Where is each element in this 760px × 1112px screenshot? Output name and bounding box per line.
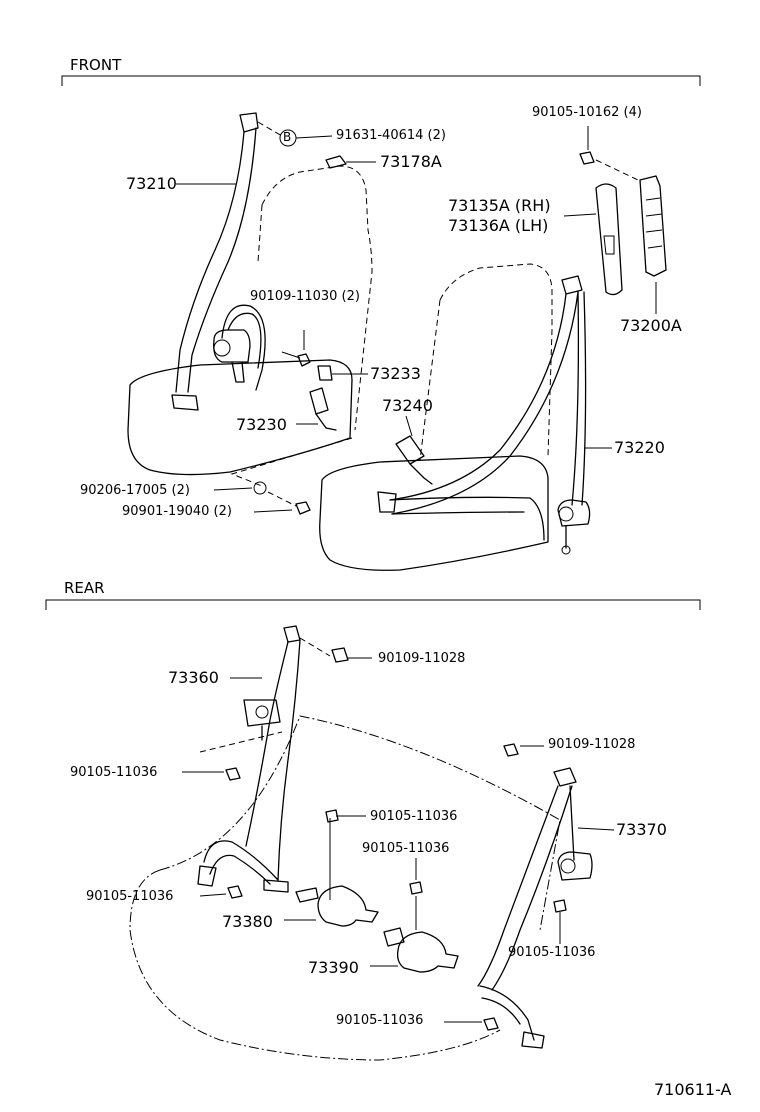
front-right-seat bbox=[319, 263, 553, 571]
part-label-90901-19040: 90901-19040 (2) bbox=[122, 504, 232, 519]
part-label-73210: 73210 bbox=[126, 174, 177, 193]
section-title-rear: REAR bbox=[64, 579, 105, 597]
buckle-73230-shape bbox=[309, 387, 337, 431]
rear-section-bracket bbox=[45, 599, 701, 610]
diagram-code: 710611-A bbox=[654, 1080, 732, 1099]
part-label-73230: 73230 bbox=[236, 415, 287, 434]
bolt-90109-11030-shape bbox=[281, 330, 311, 367]
part-label-73178a: 73178A bbox=[380, 152, 442, 171]
part-label-90105-11036-center-top: 90105-11036 bbox=[370, 809, 458, 824]
part-label-90105-11036-center-mid: 90105-11036 bbox=[362, 841, 450, 856]
front-belt-73220 bbox=[377, 275, 591, 555]
anchor-plate-73200a-shape bbox=[639, 175, 667, 277]
part-label-90109-11028-left: 90109-11028 bbox=[378, 651, 466, 666]
buckle-73380-shape bbox=[295, 809, 379, 927]
part-label-73136a: 73136A (LH) bbox=[448, 216, 549, 235]
part-label-73240: 73240 bbox=[382, 396, 433, 415]
part-label-90105-11036-bottom: 90105-11036 bbox=[336, 1013, 424, 1028]
front-section-bracket bbox=[61, 75, 701, 86]
part-label-73380: 73380 bbox=[222, 912, 273, 931]
part-label-73200a: 73200A bbox=[620, 316, 682, 335]
buckle-73390-shape bbox=[383, 858, 459, 973]
part-label-73220: 73220 bbox=[614, 438, 665, 457]
part-label-91631-40614: 91631-40614 (2) bbox=[336, 128, 446, 143]
rear-belt-73370 bbox=[477, 767, 593, 1049]
rear-belt-73360 bbox=[197, 625, 301, 893]
part-label-90105-11036-left-low: 90105-11036 bbox=[86, 889, 174, 904]
part-label-90105-11036-right-low: 90105-11036 bbox=[508, 945, 596, 960]
part-label-90105-10162: 90105-10162 (4) bbox=[532, 105, 642, 120]
buckle-73240-shape bbox=[395, 435, 433, 485]
part-label-73135a: 73135A (RH) bbox=[448, 196, 551, 215]
part-label-90105-11036-left-mid: 90105-11036 bbox=[70, 765, 158, 780]
part-label-90109-11028-right: 90109-11028 bbox=[548, 737, 636, 752]
cover-73178a-shape bbox=[325, 155, 347, 169]
clip-73233-shape bbox=[317, 365, 333, 381]
trim-73135a-shape bbox=[595, 183, 623, 296]
section-title-front: FRONT bbox=[70, 56, 122, 74]
part-label-90109-11030: 90109-11030 (2) bbox=[250, 289, 360, 304]
part-label-90206-17005: 90206-17005 (2) bbox=[80, 483, 190, 498]
b-marker-label: B bbox=[283, 130, 292, 144]
part-label-73233: 73233 bbox=[370, 364, 421, 383]
part-label-73390: 73390 bbox=[308, 958, 359, 977]
rear-seat-cushion bbox=[129, 715, 561, 1061]
front-belt-73210 bbox=[171, 112, 266, 411]
part-label-73360: 73360 bbox=[168, 668, 219, 687]
part-label-73370: 73370 bbox=[616, 820, 667, 839]
